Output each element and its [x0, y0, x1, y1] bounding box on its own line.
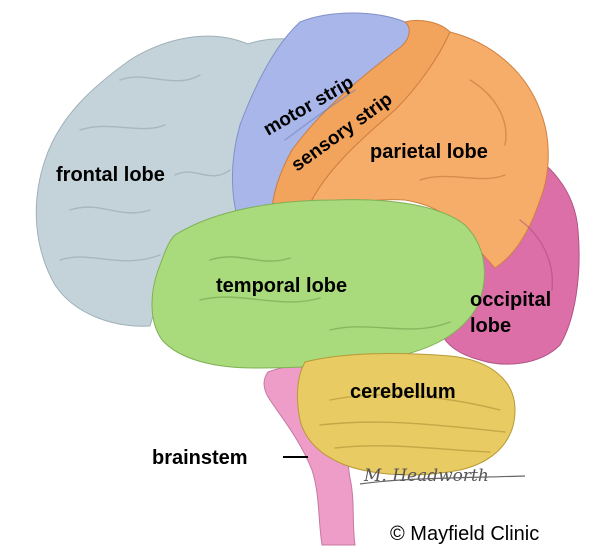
artist-signature: M. Headworth — [360, 466, 525, 486]
cerebellum-region — [297, 354, 515, 475]
cerebellum-label: cerebellum — [350, 381, 456, 403]
temporal-lobe-label: temporal lobe — [216, 275, 347, 297]
svg-text:M. Headworth: M. Headworth — [363, 466, 489, 486]
copyright-text: © Mayfield Clinic — [390, 523, 539, 545]
occipital-lobe-label: occipital — [470, 289, 551, 311]
frontal-lobe-label: frontal lobe — [56, 164, 165, 186]
parietal-lobe-label: parietal lobe — [370, 141, 488, 163]
occipital-lobe-label-line2: lobe — [470, 315, 511, 337]
brainstem-label: brainstem — [152, 447, 248, 469]
